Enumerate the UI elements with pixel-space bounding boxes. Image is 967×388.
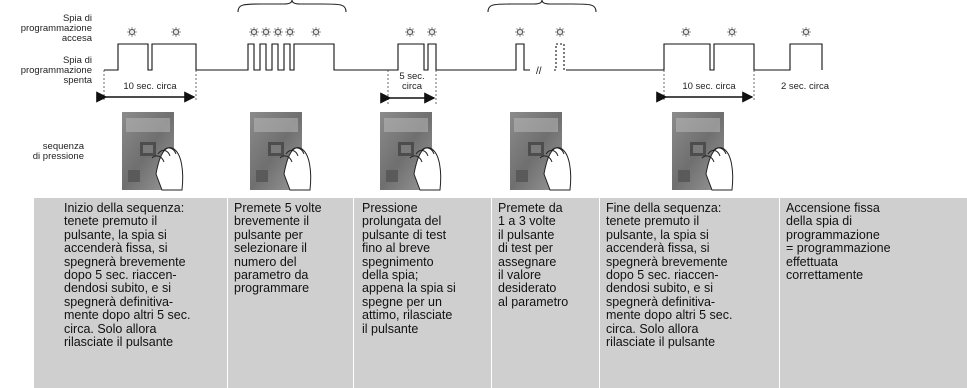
press-photo-5 (671, 111, 734, 191)
label-led-on: Spia di programmazione accesa (20, 13, 92, 44)
burst-9 (426, 26, 438, 38)
description-row (34, 198, 967, 388)
brace-left (237, 0, 347, 13)
timer-label-2: 5 sec. circa (399, 71, 425, 92)
burst-7 (310, 26, 322, 38)
burst-6 (284, 26, 296, 38)
timer-label-4: 2 sec. circa (780, 81, 830, 92)
column-divider (227, 198, 228, 388)
column-divider (491, 198, 492, 388)
burst-10 (514, 26, 526, 38)
svg-text://: // (536, 66, 542, 77)
step-description-3: Pressione prolungata del pulsante di tes… (362, 201, 456, 336)
press-photo-4 (509, 111, 572, 191)
burst-14 (800, 26, 812, 38)
step-description-6: Accensione fissa della spia di programma… (786, 201, 891, 283)
burst-11 (554, 26, 566, 38)
burst-5 (272, 26, 284, 38)
burst-13 (726, 26, 738, 38)
led-waveform (104, 43, 530, 71)
step-description-2: Premete 5 volte brevemente il pulsante p… (234, 201, 322, 296)
burst-4 (260, 26, 272, 38)
step-description-1: Inizio della sequenza: tenete premuto il… (64, 201, 191, 350)
burst-2 (170, 26, 182, 38)
press-photo-2 (249, 111, 312, 191)
column-divider (353, 198, 354, 388)
label-led-off: Spia di programmazione spenta (20, 55, 92, 86)
press-photo-3 (379, 111, 442, 191)
burst-1 (126, 26, 138, 38)
column-divider (779, 198, 780, 388)
step-description-5: Fine della sequenza: tenete premuto il p… (606, 201, 733, 350)
press-photo-1 (121, 111, 184, 191)
timer-label-3: 10 sec. circa (682, 81, 736, 92)
timer-label-1: 10 sec. circa (123, 81, 177, 92)
burst-12 (680, 26, 692, 38)
label-press-sequence: sequenza di pressione (32, 141, 84, 162)
column-divider (599, 198, 600, 388)
step-description-4: Premete da 1 a 3 volte il pulsante di te… (498, 201, 569, 309)
brace-right (487, 0, 597, 13)
burst-3 (248, 26, 260, 38)
burst-8 (404, 26, 416, 38)
